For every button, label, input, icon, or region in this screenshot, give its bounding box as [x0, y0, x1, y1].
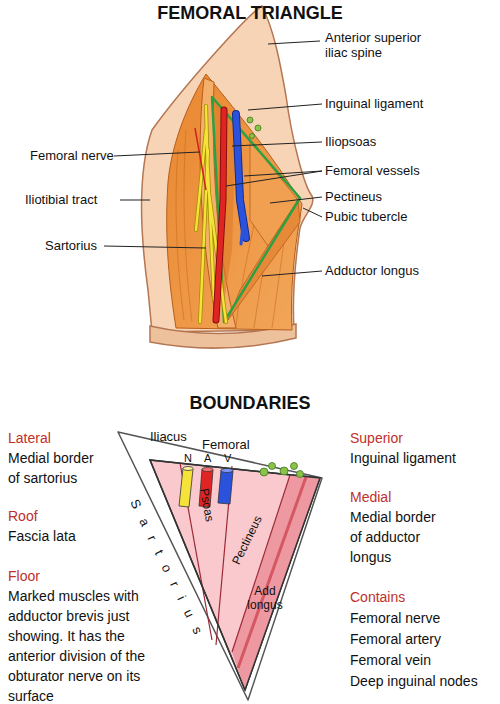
part-label: Femoral: [202, 437, 250, 452]
part-label: Iliotibial tract: [25, 192, 97, 207]
part-label: Pectineus: [325, 189, 382, 204]
boundary-heading: Floor: [8, 566, 40, 586]
lymph-nodes: [247, 117, 261, 139]
part-label: Marked muscles with adductor brevis just…: [8, 586, 174, 704]
part-label: Femoral nerve: [350, 608, 440, 628]
outer-triangle: [118, 432, 322, 700]
part-label: Femoral artery: [350, 629, 441, 649]
part-label: Fascia lata: [8, 526, 76, 546]
part-label: Femoral vessels: [325, 163, 420, 178]
part-label: V: [224, 452, 231, 465]
region-label: Add longus: [242, 584, 288, 612]
femoral-artery-drawing: [216, 110, 224, 320]
lymph-nodes: [260, 463, 304, 478]
boundary-heading: Roof: [8, 506, 38, 526]
femoral-nerve-drawing: [196, 106, 226, 322]
triangle-outline: [212, 97, 300, 322]
part-label: Iliacus: [150, 429, 187, 444]
part-label: Medial border of adductor longus: [350, 507, 450, 567]
part-label: Deep inguinal nodes: [350, 671, 478, 691]
part-label: Femoral nerve: [30, 148, 114, 163]
femoral-artery-drawing: [216, 110, 224, 320]
part-label: Pubic tubercle: [325, 209, 407, 224]
part-label: BOUNDARIES: [0, 392, 500, 414]
saphenous-vein: [241, 214, 244, 244]
thigh-skin: [142, 6, 313, 332]
boundary-heading: Contains: [350, 587, 405, 607]
adductor-longus-region: [232, 475, 320, 690]
part-label: Anterior superior iliac spine: [325, 30, 445, 60]
part-label: Inguinal ligament: [350, 448, 456, 468]
leader-lines: [104, 41, 322, 276]
diagram-title: FEMORAL TRIANGLE: [0, 2, 500, 24]
part-label: A: [204, 452, 211, 465]
part-label: Inguinal ligament: [325, 96, 423, 111]
boundary-heading: Superior: [350, 428, 403, 448]
boundary-heading: Lateral: [8, 428, 51, 448]
part-label: Medial border of sartorius: [8, 448, 108, 488]
adductor-stripe: [238, 477, 306, 668]
part-label: Adductor longus: [325, 263, 419, 278]
part-label: Femoral vein: [350, 650, 431, 670]
small-artery: [195, 128, 206, 190]
boundary-heading: Medial: [350, 487, 391, 507]
part-label: N: [184, 452, 192, 465]
part-label: Iliopsoas: [325, 134, 376, 149]
part-label: Sartorius: [45, 238, 97, 253]
